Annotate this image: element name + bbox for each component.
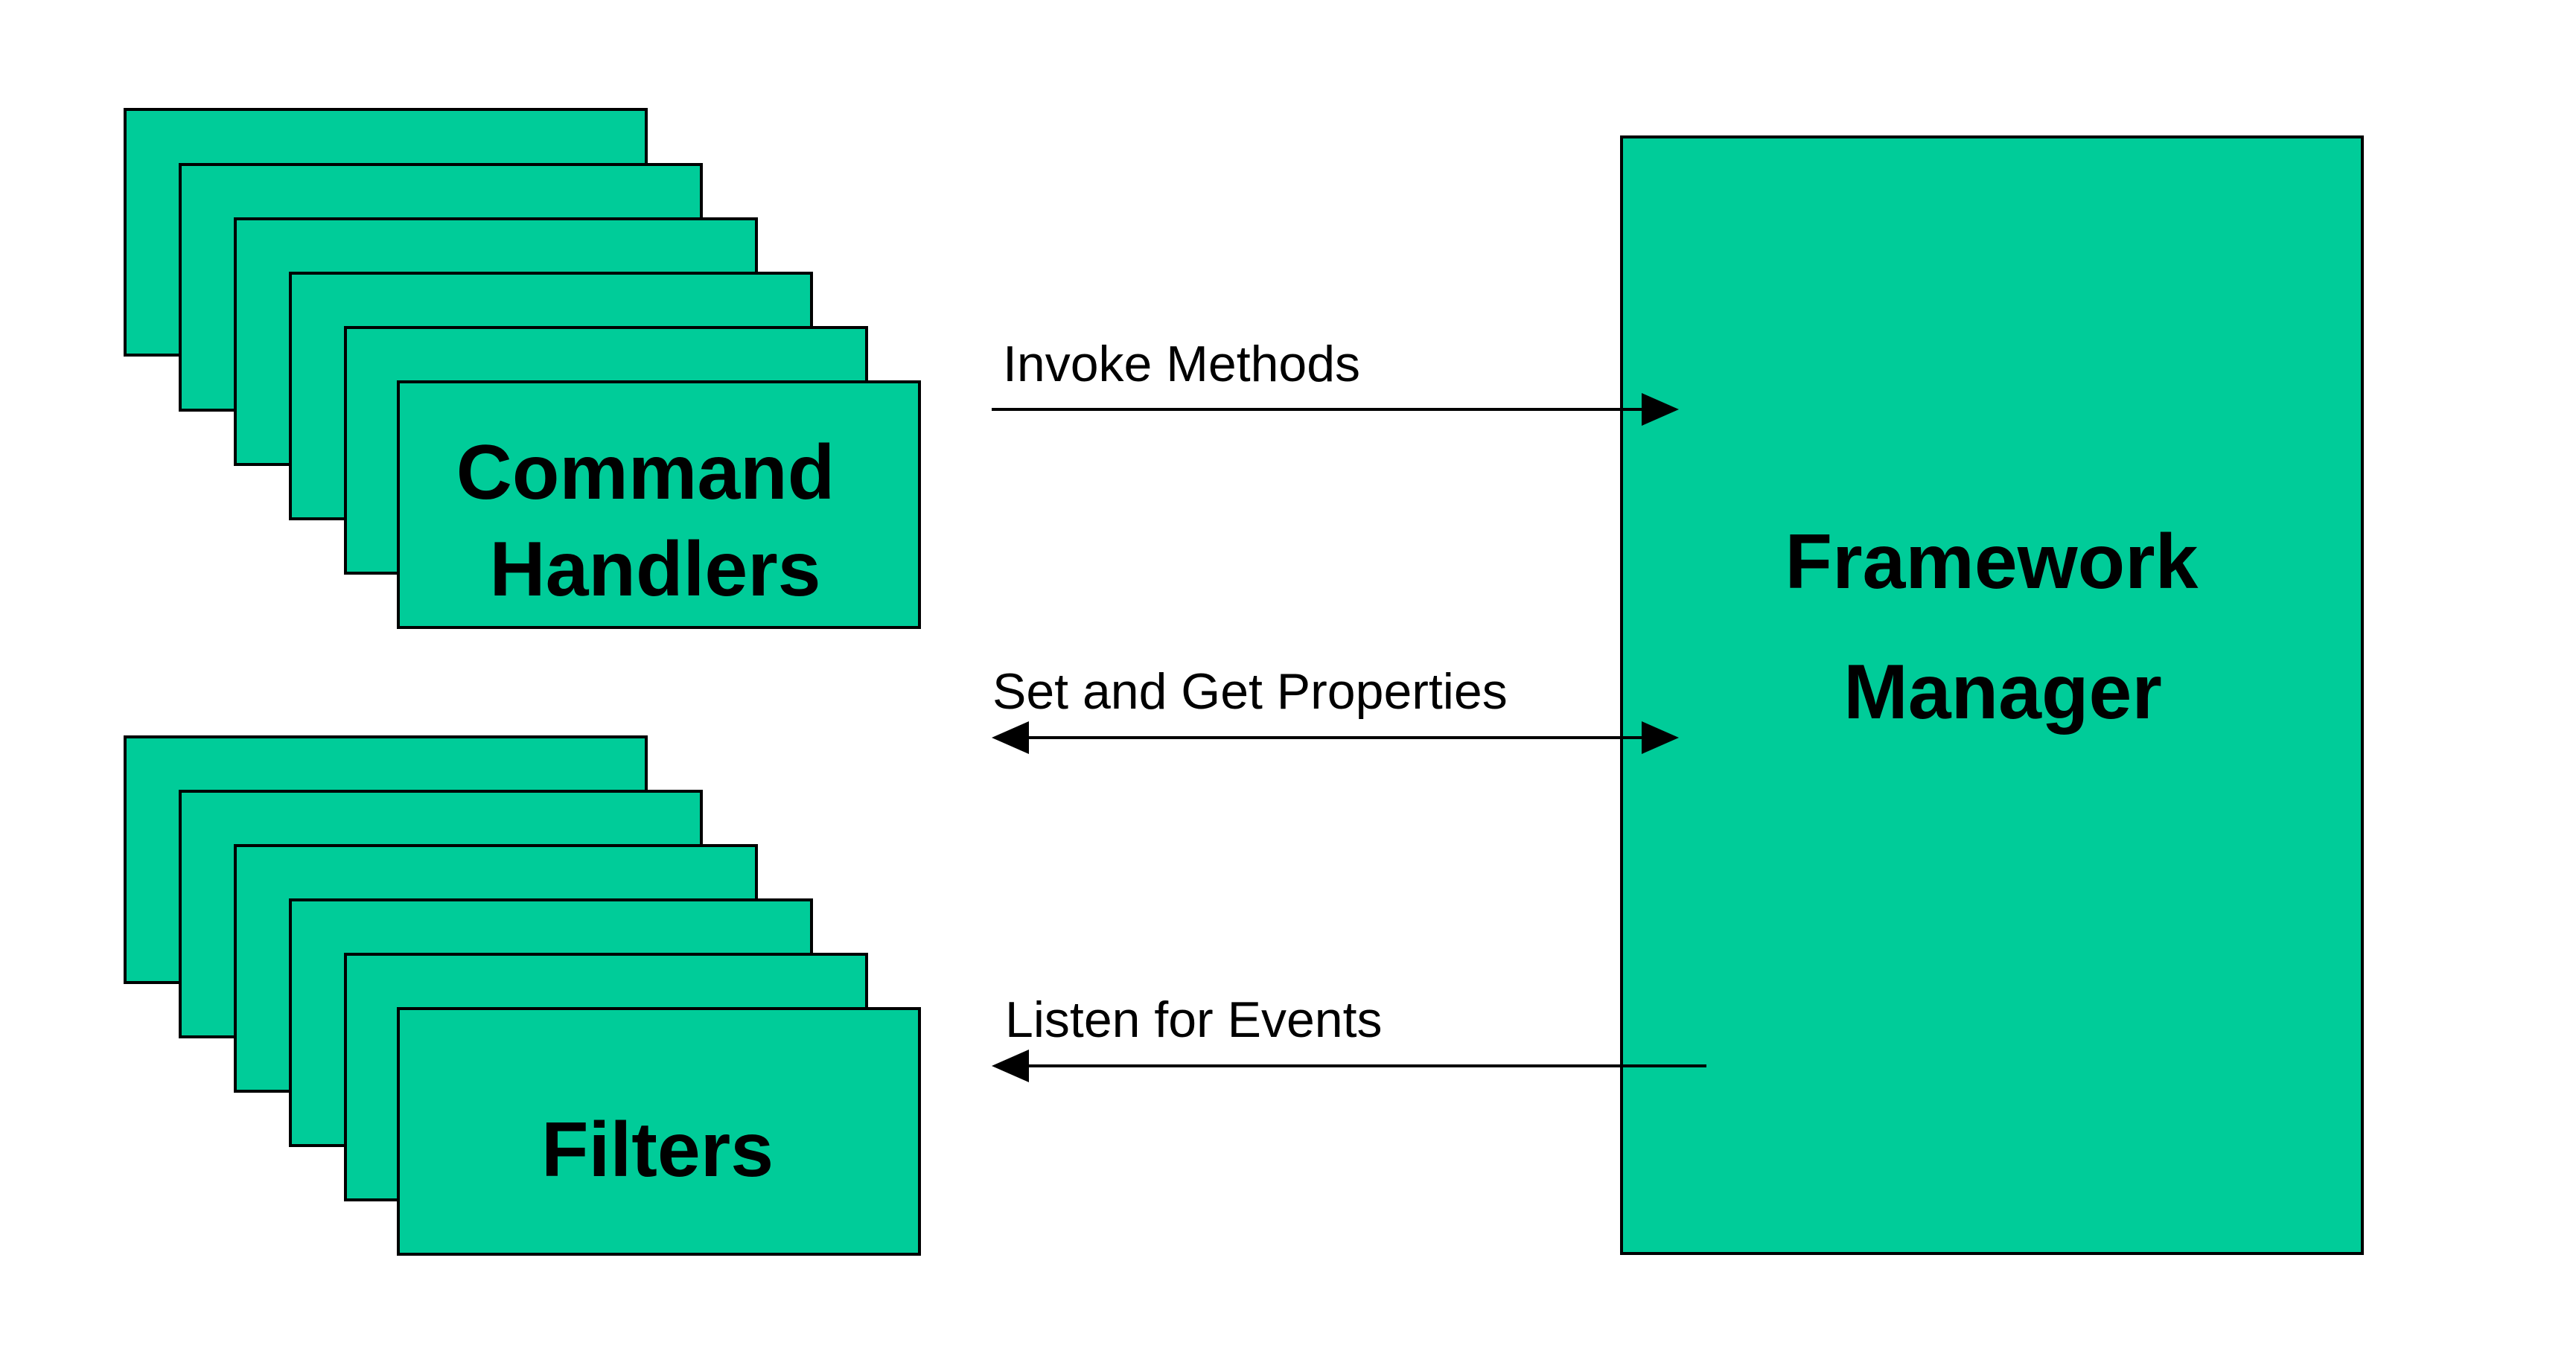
- filters-stack: Filters: [124, 735, 921, 1256]
- framework-manager-label-line2: Manager: [1843, 649, 2162, 735]
- listen-for-events-connector: Listen for Events: [992, 991, 1706, 1082]
- invoke-methods-label: Invoke Methods: [1003, 336, 1360, 392]
- framework-manager-box: [1620, 135, 2364, 1255]
- filter-card-front: [397, 1007, 921, 1256]
- filters-label: Filters: [541, 1107, 774, 1193]
- invoke-methods-connector: Invoke Methods: [992, 336, 1679, 426]
- command-handlers-label-line1: Command: [456, 429, 835, 516]
- set-get-properties-arrowhead-right: [1642, 721, 1679, 754]
- framework-manager-label-line1: Framework: [1785, 519, 2199, 605]
- command-handlers-label-line2: Handlers: [489, 526, 820, 613]
- framework-manager: Framework Manager: [1620, 135, 2364, 1255]
- listen-for-events-label: Listen for Events: [1005, 991, 1382, 1048]
- set-get-properties-connector: Set and Get Properties: [992, 663, 1679, 754]
- listen-for-events-arrowhead-left: [992, 1050, 1029, 1082]
- set-get-properties-arrowhead-left: [992, 721, 1029, 754]
- set-get-properties-label: Set and Get Properties: [992, 663, 1508, 720]
- command-handler-card-front: [397, 380, 921, 629]
- command-handlers-stack: Command Handlers: [124, 108, 921, 629]
- invoke-methods-arrowhead-right: [1642, 393, 1679, 426]
